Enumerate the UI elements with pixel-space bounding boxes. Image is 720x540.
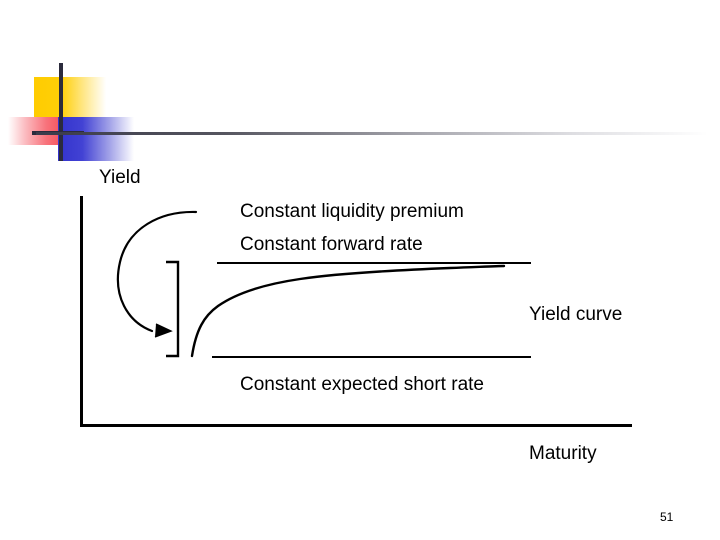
x-axis-line <box>80 424 632 427</box>
x-axis-label: Maturity <box>529 443 597 464</box>
liquidity-premium-bracket <box>166 260 180 358</box>
logo-yellow-square-icon <box>34 77 106 119</box>
decorative-logo <box>0 55 134 161</box>
annotation-yield-curve: Yield curve <box>529 304 623 325</box>
y-axis-line <box>80 196 83 427</box>
constant-expected-short-rate-line <box>212 356 531 358</box>
page-number: 51 <box>660 510 674 524</box>
annotation-liquidity-premium: Constant liquidity premium <box>240 201 464 222</box>
y-axis-label: Yield <box>99 167 141 188</box>
annotation-short-rate: Constant expected short rate <box>240 374 484 395</box>
yield-curve-path <box>190 264 506 358</box>
logo-vertical-bar-icon <box>59 63 63 161</box>
constant-forward-rate-line <box>217 262 531 264</box>
annotation-forward-rate: Constant forward rate <box>240 234 423 255</box>
liquidity-premium-arrowhead-icon <box>154 323 173 338</box>
header-divider <box>36 132 708 135</box>
logo-blue-square-icon <box>58 117 134 161</box>
liquidity-premium-arrow-path <box>116 210 198 333</box>
